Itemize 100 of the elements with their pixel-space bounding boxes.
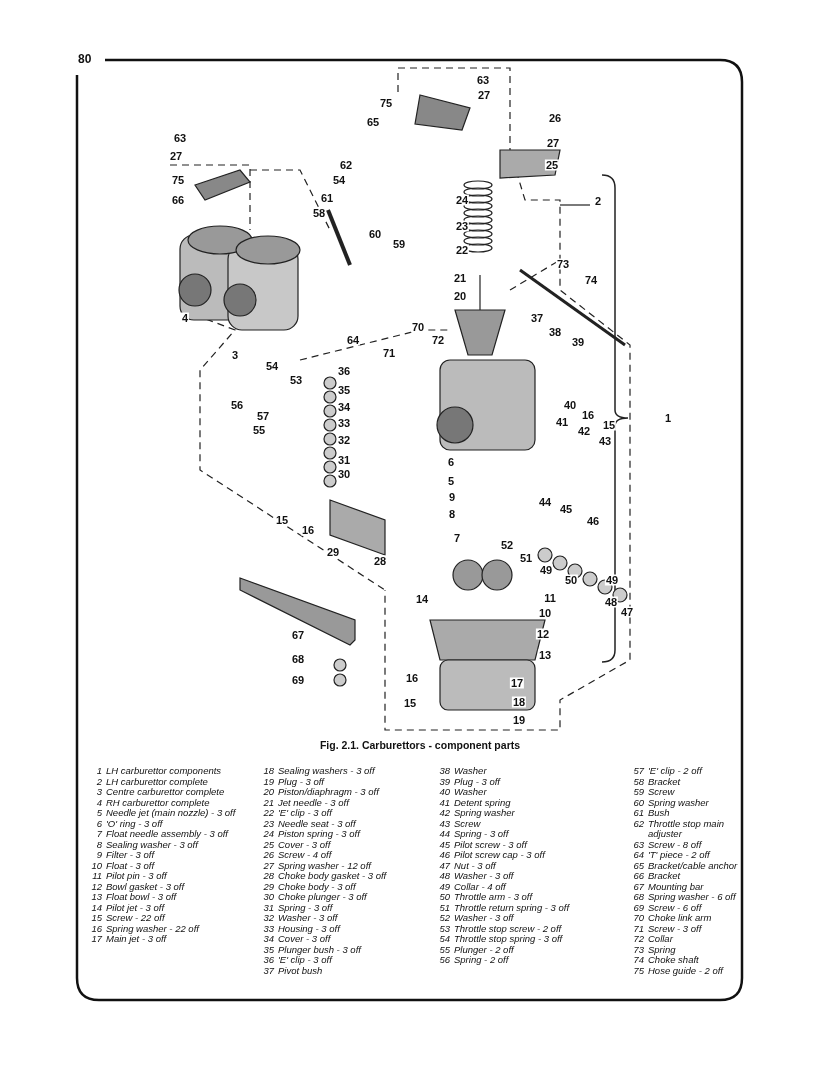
part-number: 20 bbox=[262, 787, 275, 798]
callout-number: 26 bbox=[547, 112, 563, 124]
part-number: 71 bbox=[632, 923, 645, 934]
part-description: Spring - 3 off bbox=[278, 902, 333, 913]
part-description: Washer - 3 off bbox=[278, 913, 339, 924]
callout-number: 55 bbox=[251, 424, 267, 436]
part-number: 14 bbox=[90, 902, 103, 913]
part-description: Spring washer - 6 off bbox=[648, 892, 738, 903]
part-description: Collar bbox=[648, 934, 674, 945]
part-description: Spring washer - 22 off bbox=[106, 923, 201, 934]
callout-number: 59 bbox=[391, 238, 407, 250]
callout-number: 15 bbox=[601, 419, 617, 431]
callout-number: 67 bbox=[290, 629, 306, 641]
callout-number: 14 bbox=[414, 593, 430, 605]
callout-number: 23 bbox=[454, 220, 470, 232]
part-number: 60 bbox=[632, 797, 645, 808]
part-description: Choke body gasket - 3 off bbox=[278, 871, 388, 882]
part-number: 8 bbox=[95, 839, 103, 850]
part-description: Plug - 3 off bbox=[454, 776, 502, 787]
callout-number: 56 bbox=[229, 399, 245, 411]
part-number: 63 bbox=[632, 839, 645, 850]
callout-number: 64 bbox=[345, 334, 361, 346]
callout-number: 66 bbox=[170, 194, 186, 206]
callout-number: 60 bbox=[367, 228, 383, 240]
part-number: 5 bbox=[95, 808, 103, 819]
figure-caption: Fig. 2.1. Carburettors - component parts bbox=[318, 739, 522, 751]
part-number: 13 bbox=[90, 892, 103, 903]
part-description: Nut - 3 off bbox=[454, 860, 498, 871]
callout-number: 27 bbox=[168, 150, 184, 162]
part-number: 57 bbox=[632, 766, 645, 777]
callout-number: 27 bbox=[545, 137, 561, 149]
callout-number: 36 bbox=[336, 365, 352, 377]
callout-number: 63 bbox=[172, 132, 188, 144]
part-number: 37 bbox=[262, 965, 275, 976]
part-description: Pilot pin - 3 off bbox=[106, 871, 169, 882]
part-description: Cover - 3 off bbox=[278, 839, 331, 850]
part-description: Spring washer - 12 off bbox=[278, 860, 373, 871]
part-description: Pilot screw - 3 off bbox=[454, 839, 529, 850]
part-description: Spring - 3 off bbox=[454, 829, 510, 840]
part-description: LH carburettor complete bbox=[106, 776, 208, 787]
part-description: 'E' clip - 3 off bbox=[278, 955, 334, 966]
part-description: Filter - 3 off bbox=[106, 850, 156, 861]
part-number: 38 bbox=[438, 766, 451, 777]
part-description: Screw - 22 off bbox=[106, 913, 167, 924]
callout-number: 13 bbox=[537, 649, 553, 661]
part-description: Plug - 3 off bbox=[278, 776, 326, 787]
part-number: 55 bbox=[438, 944, 451, 955]
part-description: Throttle stop screw - 2 off bbox=[454, 923, 563, 934]
part-description: LH carburettor components bbox=[106, 766, 223, 777]
part-number: 36 bbox=[262, 955, 275, 966]
callout-number: 3 bbox=[230, 349, 240, 361]
callout-number: 68 bbox=[290, 653, 306, 665]
part-description: Spring washer bbox=[648, 797, 710, 808]
part-description: Screw - 8 off bbox=[648, 839, 703, 850]
part-number: 17 bbox=[90, 934, 103, 945]
part-number: 44 bbox=[438, 829, 451, 840]
part-description: Needle jet (main nozzle) - 3 off bbox=[106, 808, 237, 819]
part-description: Pilot jet - 3 off bbox=[106, 902, 166, 913]
part-description: Main jet - 3 off bbox=[106, 934, 168, 945]
part-number: 27 bbox=[262, 860, 275, 871]
part-description: Washer bbox=[454, 787, 488, 798]
callout-number: 9 bbox=[447, 491, 457, 503]
callout-number: 28 bbox=[372, 555, 388, 567]
part-description: Spring - 2 off bbox=[454, 955, 510, 966]
part-number: 33 bbox=[262, 923, 275, 934]
callout-number: 45 bbox=[558, 503, 574, 515]
part-number: 75 bbox=[632, 965, 645, 976]
part-number: 30 bbox=[262, 892, 275, 903]
callout-number: 27 bbox=[476, 89, 492, 101]
callout-number: 75 bbox=[170, 174, 186, 186]
callout-number: 71 bbox=[381, 347, 397, 359]
callout-number: 35 bbox=[336, 384, 352, 396]
part-description: Bush bbox=[648, 808, 670, 819]
part-description: Bracket bbox=[648, 871, 682, 882]
part-number: 53 bbox=[438, 923, 451, 934]
callout-number: 40 bbox=[562, 399, 578, 411]
part-description: Plunger bush - 3 off bbox=[278, 944, 363, 955]
part-number: 39 bbox=[438, 776, 451, 787]
part-number: 23 bbox=[262, 818, 275, 829]
callout-number: 73 bbox=[555, 258, 571, 270]
callout-number: 43 bbox=[597, 435, 613, 447]
part-number: 42 bbox=[438, 808, 451, 819]
part-number: 35 bbox=[262, 944, 275, 955]
callout-number: 31 bbox=[336, 454, 352, 466]
part-description: Washer - 3 off bbox=[454, 871, 515, 882]
part-description: Needle seat - 3 off bbox=[278, 818, 358, 829]
callout-number: 12 bbox=[535, 628, 551, 640]
part-number: 11 bbox=[91, 871, 103, 882]
part-description: Screw - 6 off bbox=[648, 902, 703, 913]
part-number: 28 bbox=[262, 871, 275, 882]
part-number: 41 bbox=[438, 797, 451, 808]
callout-number: 75 bbox=[378, 97, 394, 109]
part-description: Cover - 3 off bbox=[278, 934, 332, 945]
part-number: 72 bbox=[632, 934, 645, 945]
callout-number: 65 bbox=[365, 116, 381, 128]
part-description: Choke shaft bbox=[648, 955, 700, 966]
part-description: Pivot bush bbox=[278, 965, 324, 976]
callout-number: 24 bbox=[454, 194, 470, 206]
part-number: 70 bbox=[632, 913, 645, 924]
part-description: Throttle stop spring - 3 off bbox=[454, 934, 564, 945]
